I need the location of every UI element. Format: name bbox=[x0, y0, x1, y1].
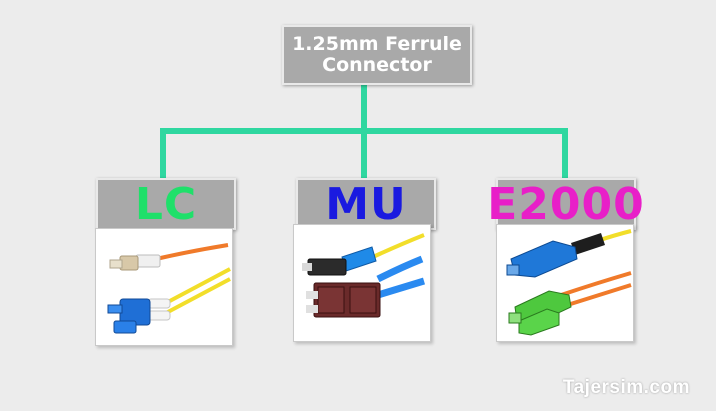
branch-line-mu bbox=[361, 128, 367, 180]
category-label-e2000: E2000 bbox=[487, 178, 644, 230]
lc-connector-image bbox=[95, 228, 233, 346]
category-label-mu: MU bbox=[296, 178, 436, 230]
category-label-e2000-text: E2000 bbox=[487, 178, 645, 230]
mu-connector-image bbox=[293, 224, 431, 342]
branch-line-lc bbox=[160, 128, 166, 180]
category-label-mu-text: MU bbox=[325, 178, 407, 230]
root-node-label: 1.25mm Ferrule Connector bbox=[292, 33, 462, 76]
root-node: 1.25mm Ferrule Connector bbox=[282, 25, 472, 85]
category-label-lc-text: LC bbox=[134, 178, 198, 230]
watermark: Tajersim.com bbox=[562, 377, 690, 398]
branch-line-e2000 bbox=[562, 128, 568, 180]
category-label-lc: LC bbox=[96, 178, 236, 230]
e2000-connector-image bbox=[496, 224, 634, 342]
trunk-line bbox=[361, 81, 367, 133]
